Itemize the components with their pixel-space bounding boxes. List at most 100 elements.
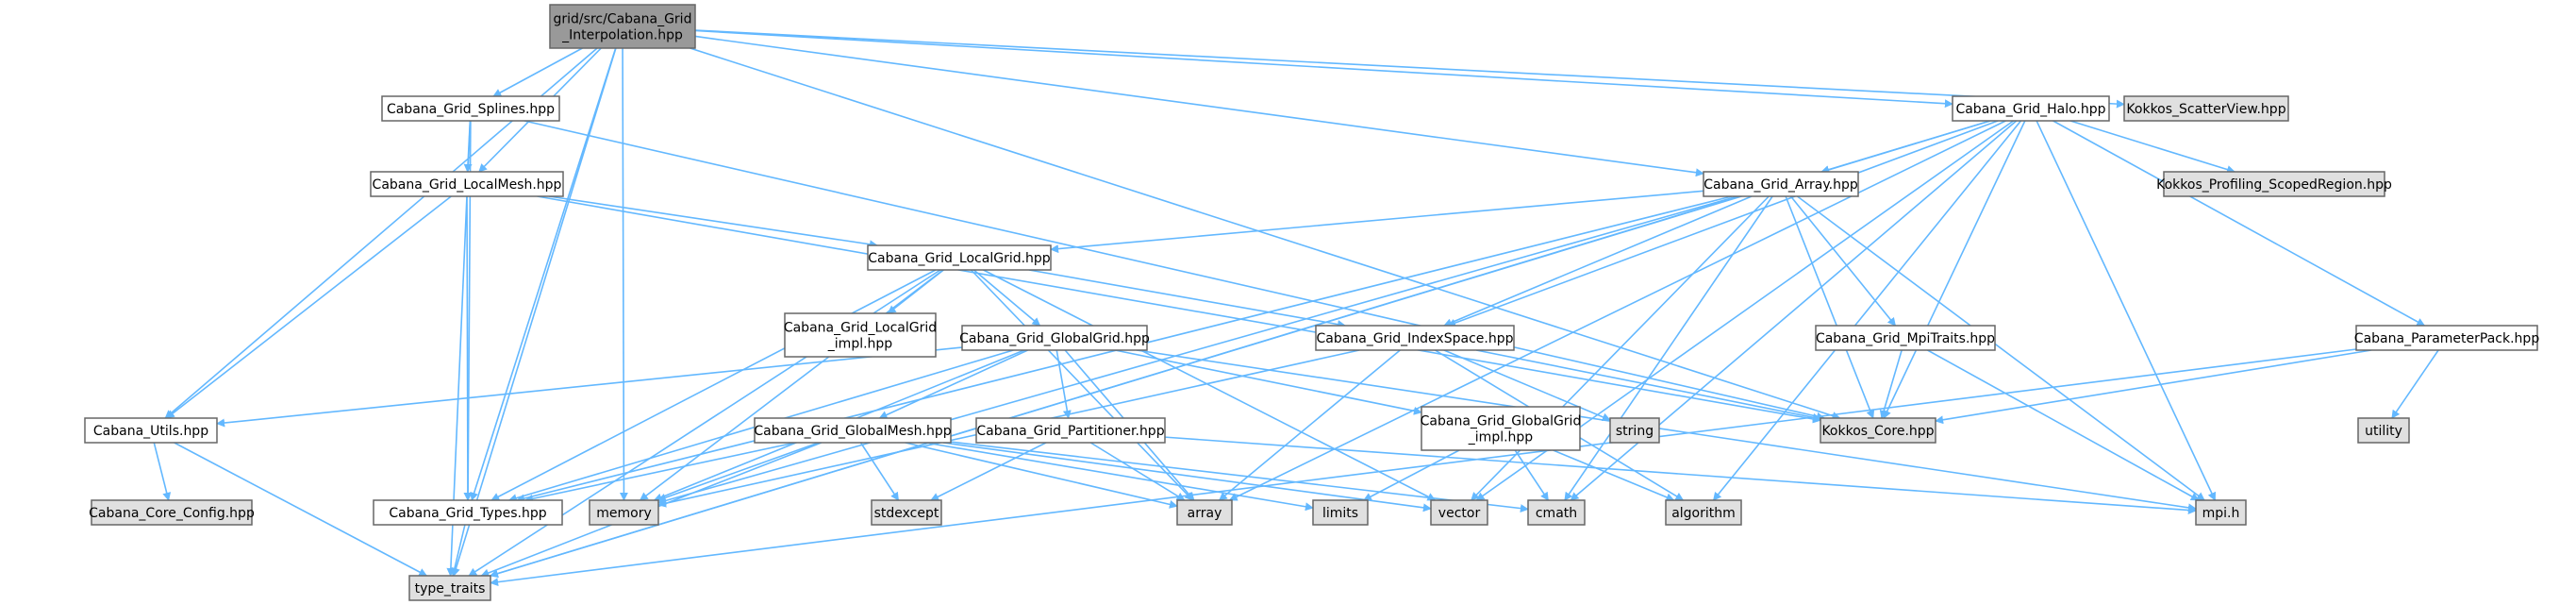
node-label-partitioner: Cabana_Grid_Partitioner.hpp bbox=[976, 424, 1164, 439]
node-label-types: Cabana_Grid_Types.hpp bbox=[389, 506, 546, 521]
node-label-localgridimpl: Cabana_Grid_LocalGrid bbox=[784, 321, 937, 336]
node-label-halo: Cabana_Grid_Halo.hpp bbox=[1955, 102, 2105, 117]
node-coreconfig: Cabana_Core_Config.hpp bbox=[89, 499, 255, 526]
node-box-splines bbox=[381, 95, 560, 122]
node-box-algorithm bbox=[1665, 499, 1742, 526]
edge-utils-to-coreconfig bbox=[153, 442, 172, 501]
node-localgrid[interactable]: Cabana_Grid_LocalGrid.hpp bbox=[867, 244, 1052, 271]
edge-globalgrid-to-globalmesh bbox=[878, 349, 1028, 419]
node-box-cmath bbox=[1527, 499, 1586, 526]
node-localmesh[interactable]: Cabana_Grid_LocalMesh.hpp bbox=[370, 171, 564, 197]
node-label-vector: vector bbox=[1438, 506, 1481, 521]
node-box-limits bbox=[1312, 499, 1369, 526]
node-splines[interactable]: Cabana_Grid_Splines.hpp bbox=[381, 95, 560, 122]
node-label-typetraits: type_traits bbox=[415, 581, 486, 597]
node-mpitraits[interactable]: Cabana_Grid_MpiTraits.hpp bbox=[1815, 325, 1996, 351]
node-halo[interactable]: Cabana_Grid_Halo.hpp bbox=[1952, 95, 2110, 122]
edge-localmesh-to-kokkoscore bbox=[537, 195, 1821, 424]
node-types[interactable]: Cabana_Grid_Types.hpp bbox=[373, 499, 563, 526]
edge-partitioner-to-mpih bbox=[1164, 436, 2197, 515]
edge-localmesh-to-utils bbox=[165, 195, 452, 419]
node-partitioner[interactable]: Cabana_Grid_Partitioner.hpp bbox=[975, 417, 1166, 444]
edge-halo-to-parampack bbox=[2052, 120, 2426, 327]
node-globalmesh[interactable]: Cabana_Grid_GlobalMesh.hpp bbox=[754, 417, 952, 444]
node-label-limits: limits bbox=[1322, 506, 1358, 521]
node-label-string: string bbox=[1616, 424, 1654, 439]
edge-arrayhpp-to-memory bbox=[657, 195, 1738, 505]
edge-halo-to-cmath bbox=[1570, 120, 2018, 501]
edge-localgrid-to-array bbox=[970, 269, 1194, 501]
node-label-globalgrid: Cabana_Grid_GlobalGrid.hpp bbox=[959, 331, 1150, 346]
edge-arrayhpp-to-localgrid bbox=[1050, 190, 1704, 254]
edge-globalgridimpl-to-limits bbox=[1363, 449, 1460, 501]
node-vector: vector bbox=[1430, 499, 1488, 526]
edge-halo-to-mpih bbox=[2036, 120, 2217, 501]
node-memory: memory bbox=[589, 499, 659, 526]
edge-localmesh-to-localgrid bbox=[548, 195, 878, 249]
node-indexspace[interactable]: Cabana_Grid_IndexSpace.hpp bbox=[1315, 325, 1515, 351]
node-label-memory: memory bbox=[596, 506, 652, 521]
node-box-mpitraits bbox=[1815, 325, 1996, 351]
node-utils[interactable]: Cabana_Utils.hpp bbox=[84, 417, 218, 444]
node-box-mpih bbox=[2195, 499, 2247, 526]
node-label-globalgridimpl: _impl.hpp bbox=[1468, 430, 1534, 445]
node-box-typetraits bbox=[408, 575, 491, 601]
edge-parampack-to-kokkoscore bbox=[1935, 349, 2372, 425]
node-mpih: mpi.h bbox=[2195, 499, 2247, 526]
node-parampack[interactable]: Cabana_ParameterPack.hpp bbox=[2354, 325, 2540, 351]
node-localgridimpl[interactable]: Cabana_Grid_LocalGrid_impl.hpp bbox=[784, 312, 937, 358]
node-box-kokkoscore bbox=[1820, 417, 1936, 444]
edge-globalgridimpl-to-algorithm bbox=[1553, 449, 1675, 502]
edge-types-to-typetraits bbox=[450, 524, 466, 577]
node-box-utility bbox=[2357, 417, 2410, 444]
node-box-indexspace bbox=[1315, 325, 1515, 351]
node-label-mpih: mpi.h bbox=[2202, 506, 2240, 521]
node-box-partitioner bbox=[975, 417, 1166, 444]
node-utility: utility bbox=[2357, 417, 2410, 444]
edge-arrayhpp-to-mpitraits bbox=[1789, 195, 1897, 327]
edge-localgrid-to-types bbox=[490, 269, 937, 501]
node-label-localmesh: Cabana_Grid_LocalMesh.hpp bbox=[373, 177, 562, 193]
edge-partitioner-to-array bbox=[1089, 442, 1186, 501]
node-box-parampack bbox=[2355, 325, 2538, 351]
node-label-arrayhpp: Cabana_Grid_Array.hpp bbox=[1703, 177, 1858, 193]
node-label-algorithm: algorithm bbox=[1671, 506, 1736, 521]
edge-mpitraits-to-kokkoscore bbox=[1879, 349, 1903, 419]
node-label-utils: Cabana_Utils.hpp bbox=[93, 424, 208, 439]
edge-globalmesh-to-types bbox=[524, 442, 796, 503]
node-globalgridimpl[interactable]: Cabana_Grid_GlobalGrid_impl.hpp bbox=[1421, 406, 1582, 451]
node-label-mpitraits: Cabana_Grid_MpiTraits.hpp bbox=[1816, 331, 1995, 346]
edge-localgrid-to-globalgrid bbox=[972, 269, 1041, 327]
edge-arrayhpp-to-cmath bbox=[1564, 195, 1773, 501]
node-box-root bbox=[549, 4, 696, 49]
edge-root-to-arrayhpp bbox=[694, 35, 1704, 177]
node-box-types bbox=[373, 499, 563, 526]
edge-globalmesh-to-vector bbox=[942, 442, 1432, 513]
edge-arrayhpp-to-vector bbox=[1471, 195, 1770, 501]
node-box-globalgrid bbox=[961, 325, 1148, 351]
node-arrayhpp[interactable]: Cabana_Grid_Array.hpp bbox=[1703, 171, 1859, 197]
edge-localgrid-to-vector bbox=[983, 269, 1437, 501]
edge-mpitraits-to-mpih bbox=[1927, 349, 2200, 501]
node-box-vector bbox=[1430, 499, 1488, 526]
node-box-halo bbox=[1952, 95, 2110, 122]
node-kokkoscore: Kokkos_Core.hpp bbox=[1820, 417, 1936, 444]
edge-root-to-splines bbox=[492, 47, 583, 97]
node-limits: limits bbox=[1312, 499, 1369, 526]
edge-globalmesh-to-stdexcept bbox=[859, 442, 900, 501]
edge-parampack-to-utility bbox=[2391, 349, 2439, 419]
node-label-indexspace: Cabana_Grid_IndexSpace.hpp bbox=[1317, 331, 1514, 346]
node-label-stdexcept: stdexcept bbox=[874, 506, 939, 521]
node-box-array bbox=[1176, 499, 1233, 526]
edge-halo-to-array bbox=[1228, 120, 2006, 501]
edge-globalgridimpl-to-cmath bbox=[1514, 449, 1550, 501]
edge-globalgrid-to-utils bbox=[216, 346, 963, 428]
node-globalgrid[interactable]: Cabana_Grid_GlobalGrid.hpp bbox=[959, 325, 1150, 351]
edge-arrayhpp-to-mpih bbox=[1796, 195, 2205, 501]
node-label-root: grid/src/Cabana_Grid bbox=[554, 12, 692, 27]
node-label-globalgridimpl: Cabana_Grid_GlobalGrid bbox=[1421, 414, 1582, 429]
node-string: string bbox=[1609, 417, 1660, 444]
node-root[interactable]: grid/src/Cabana_Grid_Interpolation.hpp bbox=[549, 4, 696, 49]
edge-localgrid-to-indexspace bbox=[1028, 269, 1347, 329]
